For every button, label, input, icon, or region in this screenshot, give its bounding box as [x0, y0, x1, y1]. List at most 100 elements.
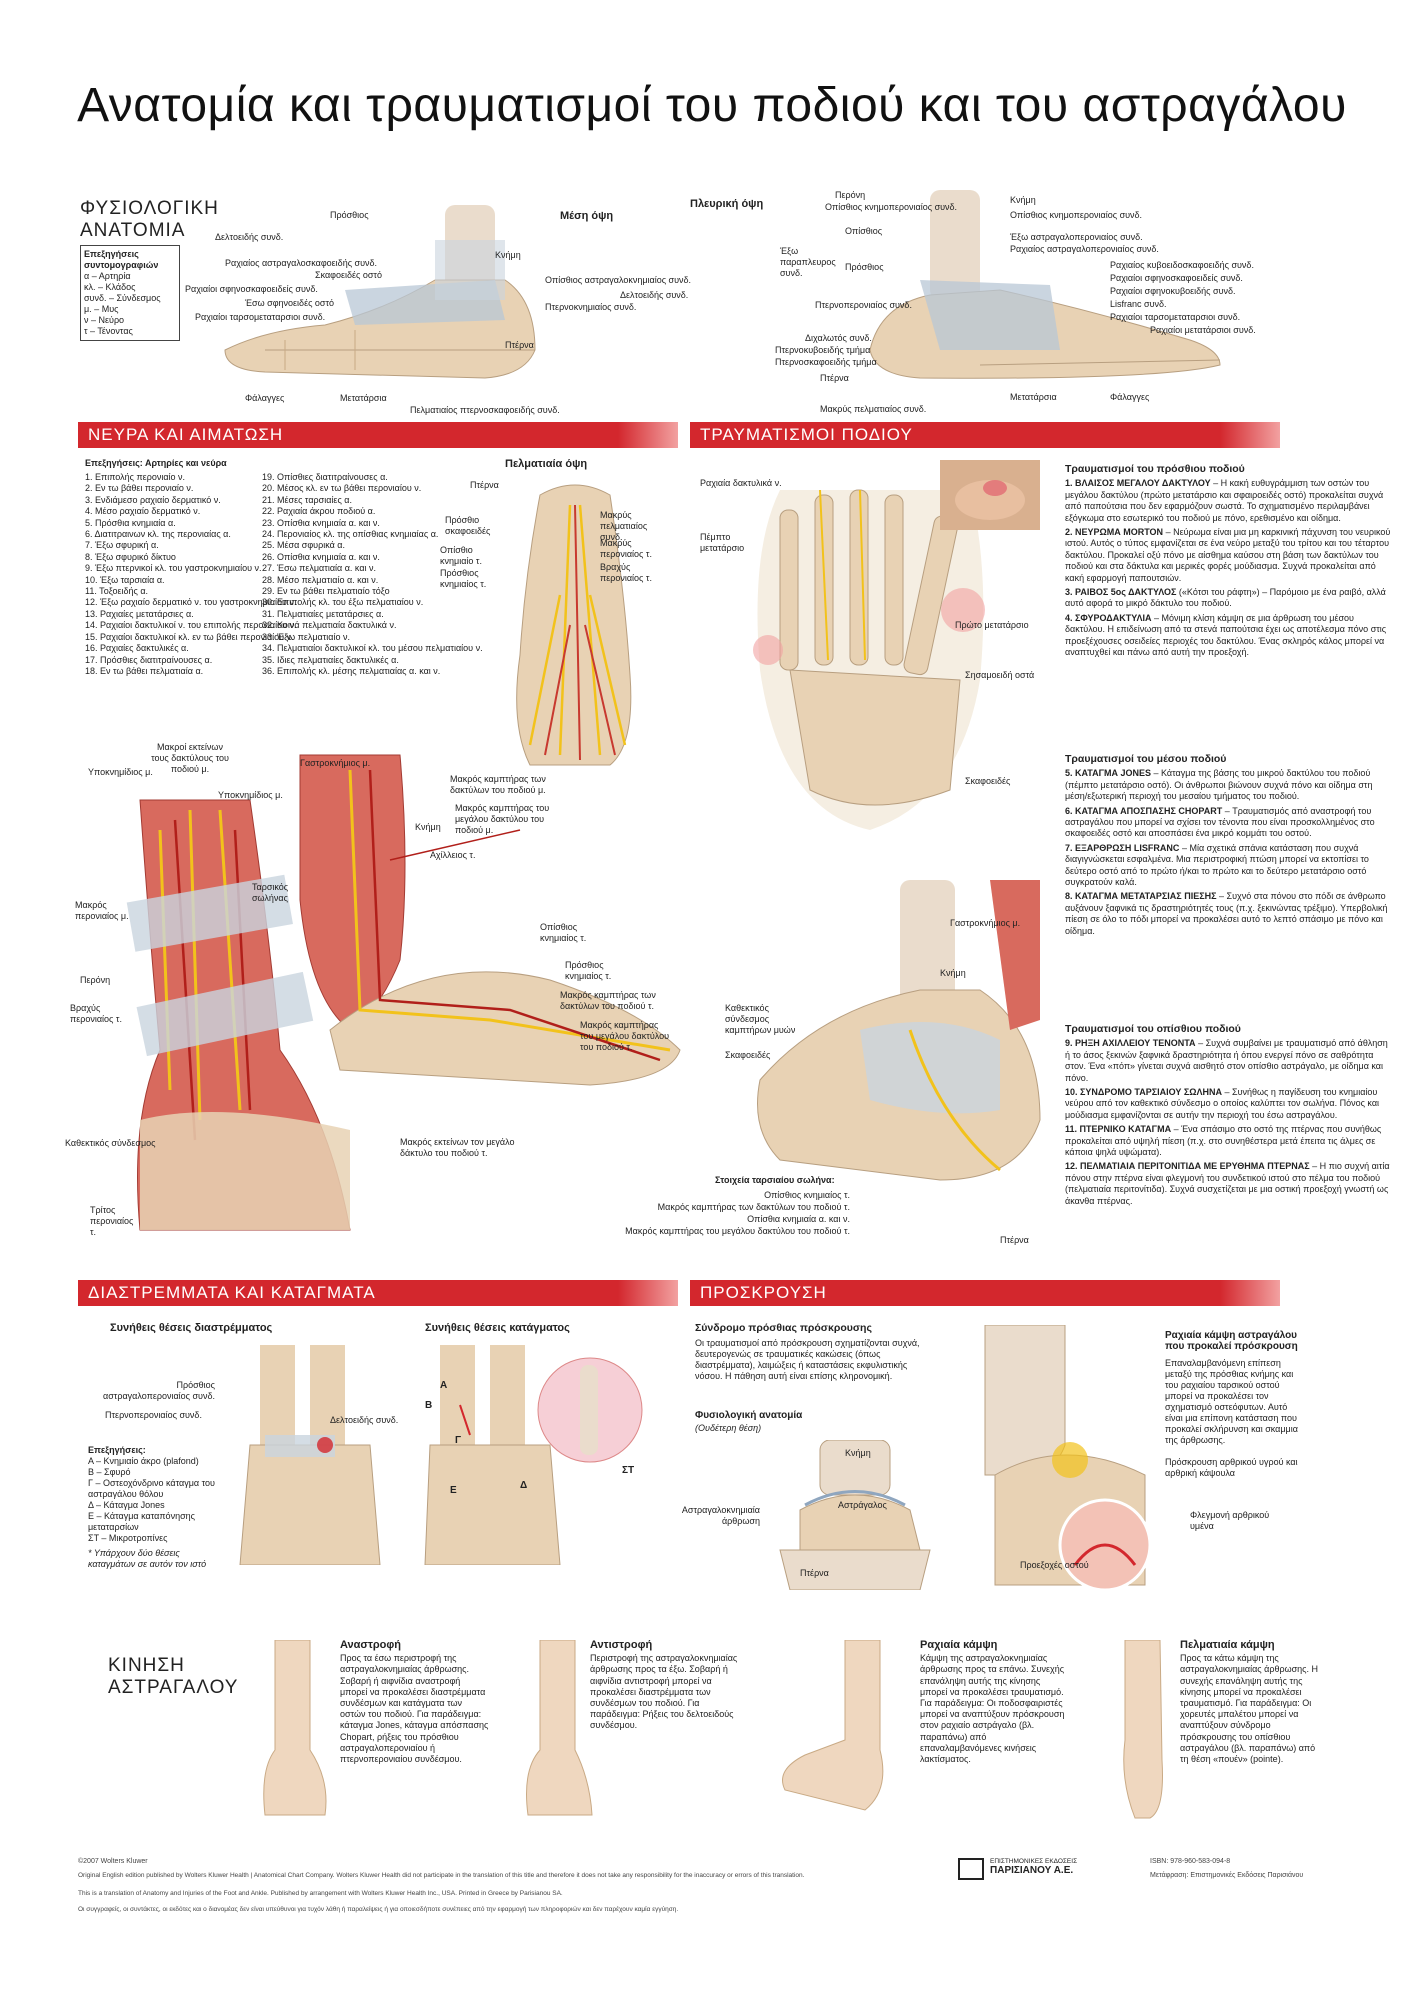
label-medial: Πτερνοκνημιαίος συνδ.	[545, 302, 637, 312]
label-medial: Κνήμη	[495, 250, 521, 260]
nerve-legend-item: 24. Περονιαίος κλ. της οπίσθιας κνημιαία…	[262, 529, 439, 540]
label-leg: Πρόσθιος κνημιαίος τ.	[565, 960, 612, 981]
sprains-legend-item: Ε – Κάταγμα καταπόνησης μεταταρσίων	[88, 1511, 195, 1532]
label-medial: Πτέρνα	[505, 340, 534, 350]
nerve-legend-item: 33. Έξω πελματιαίο ν.	[262, 631, 351, 642]
label-medial: Ραχιαίος αστραγαλοσκαφοειδής συνδ.	[225, 258, 378, 268]
sprains-legend-item: Γ – Οστεοχόνδρινο κάταγμα του αστραγάλου…	[88, 1478, 215, 1499]
label-leg: Υποκνημίδιος μ.	[218, 790, 283, 800]
injury-item: 9. ΡΗΞΗ ΑΧΙΛΛΕΙΟΥ ΤΕΝΟΝΤΑ – Συχνά συμβαί…	[1065, 1038, 1395, 1084]
label-medial: Οπίσθιος αστραγαλοκνημιαίος συνδ.	[545, 275, 692, 285]
fracture-foot-illustration	[424, 1345, 561, 1565]
injury-item-title: 12. ΠΕΛΜΑΤΙΑΙΑ ΠΕΡΙΤΟΝΙΤΙΔΑ ΜΕ ΕΡΥΘΗΜΑ Π…	[1065, 1161, 1310, 1172]
motion-text: Προς τα έσω περιστροφή της αστραγαλοκνημ…	[340, 1653, 489, 1765]
injury-item-title: 10. ΣΥΝΔΡΟΜΟ ΤΑΡΣΙΑΙΟΥ ΣΩΛΗΝΑ	[1065, 1087, 1222, 1098]
label-leg: Ταρσικός σωλήνας	[252, 882, 289, 903]
nerve-legend-item: 30. Επιπολής κλ. του έξω πελματιαίου ν.	[262, 597, 424, 608]
impingement-normal-title: Φυσιολογική ανατομία	[695, 1410, 803, 1421]
dorsiflexion-foot-illustration	[782, 1640, 884, 1811]
nerve-legend-item: 3. Ενδιάμεσο ραχιαίο δερματικό ν.	[85, 494, 221, 505]
injury-item: 7. ΕΞΑΡΘΡΩΣΗ LISFRANC – Μία σχετικά σπάν…	[1065, 843, 1395, 889]
label-medial: Πελματιαίος πτερνοσκαφοειδής συνδ.	[410, 405, 560, 415]
footer-isbn: ISBN: 978-960-583-094-8	[1150, 1858, 1231, 1865]
nerve-legend-item: 7. Έξω σφυρική α.	[85, 540, 159, 551]
label-lateral: Πρόσθιος	[845, 262, 884, 272]
label-injury-fig: Πέμπτο μετατάρσιο	[700, 532, 745, 553]
sprains-note: * Υπάρχουν δύο θέσεις καταγμάτων σε αυτό…	[88, 1548, 207, 1569]
nerve-legend-item: 26. Οπίσθια κνημιαία α. και ν.	[262, 551, 380, 562]
label-lateral: Έξω αστραγαλοπερονιαίος συνδ.	[1010, 232, 1143, 242]
injury-item: 5. ΚΑΤΑΓΜΑ JONES – Κάταγμα της βάσης του…	[1065, 768, 1395, 802]
injury-item: 6. ΚΑΤΑΓΜΑ ΑΠΟΣΠΑΣΗΣ CHOPART – Τραυματισ…	[1065, 806, 1395, 840]
injury-item: 1. ΒΛΑΙΣΟΣ ΜΕΓΑΛΟΥ ΔΑΚΤΥΛΟΥ – Η κακή ευθ…	[1065, 478, 1395, 524]
normal-anatomy-line1: ΦΥΣΙΟΛΟΓΙΚΗ	[80, 198, 219, 219]
label-impingement: Προεξοχές οστού	[1020, 1560, 1089, 1570]
medial-ankle-illustration	[299, 754, 681, 1086]
label-impingement: Αστράγαλος	[838, 1500, 887, 1510]
sprain-foot-illustration	[239, 1345, 381, 1565]
publisher-line1: ΕΠΙΣΤΗΜΟΝΙΚΕΣ ΕΚΔΟΣΕΙΣ	[990, 1858, 1078, 1865]
injury-item-text: – Κάταγμα της βάσης του μικρού δακτύλου …	[1065, 768, 1373, 802]
sprains-legend-item: Δ – Κάταγμα Jones	[88, 1500, 165, 1510]
label-leg: Μακρός εκτείνων τον μεγάλο δάκτυλο του π…	[400, 1137, 515, 1158]
label-lateral: Περόνη	[835, 190, 866, 200]
label-plantar: Πτέρνα	[470, 480, 499, 490]
label-leg: Μακρός καμπτήρας των δακτύλων του ποδιού…	[560, 990, 656, 1011]
injury-item: 11. ΠΤΕΡΝΙΚΟ ΚΑΤΑΓΜΑ – Ένα σπάσιμο στο ο…	[1065, 1124, 1395, 1158]
label-lateral: Ραχιαίος κυβοειδοσκαφοειδής συνδ.	[1110, 260, 1254, 270]
motion-text: Προς τα κάτω κάμψη της αστραγαλοκνημιαία…	[1180, 1653, 1319, 1765]
nerve-legend-item: 21. Μέσες ταρσιαίες α.	[262, 494, 352, 505]
nerve-legend-item: 23. Οπίσθια κνημιαία α. και ν.	[262, 517, 380, 528]
injury-item: 10. ΣΥΝΔΡΟΜΟ ΤΑΡΣΙΑΙΟΥ ΣΩΛΗΝΑ – Συνήθως …	[1065, 1087, 1395, 1121]
label-injury-fig: Πτέρνα	[1000, 1235, 1029, 1245]
label-injury-fig: Πρώτο μετατάρσιο	[955, 620, 1029, 630]
nerves-legend-col1: 1. Επιπολής περονιαίο ν.2. Εν τω βάθει π…	[85, 472, 297, 677]
footer-fine3: Οι συγγραφείς, οι συντάκτες, οι εκδότες …	[78, 1906, 679, 1913]
label-lateral: Ραχιαίοι μετατάρσιοι συνδ.	[1150, 325, 1256, 335]
nerve-legend-item: 34. Πελματιαίοι δακτυλικοί κλ. του μέσου…	[262, 643, 483, 654]
label-lateral: Φάλαγγες	[1110, 392, 1150, 402]
label-lateral: Κνήμη	[1010, 195, 1036, 205]
nerve-legend-item: 17. Πρόσθιες διατιτραίνουσες α.	[85, 654, 213, 665]
motion-heading-line1: ΚΙΝΗΣΗ	[108, 1655, 185, 1676]
label-leg: Μακρός καμπτήρας των δακτύλων του ποδιού…	[450, 774, 546, 795]
medial-foot-illustration	[224, 205, 536, 379]
injury-item: 12. ΠΕΛΜΑΤΙΑΙΑ ΠΕΡΙΤΟΝΙΤΙΔΑ ΜΕ ΕΡΥΘΗΜΑ Π…	[1065, 1161, 1395, 1207]
label-medial: Έσω σφηνοειδές οστό	[245, 298, 335, 308]
nerve-legend-item: 14. Ραχιαίοι δακτυλικοί ν. του επιπολής …	[85, 620, 297, 631]
nerve-legend-item: 27. Έσω πελματιαία α. και ν.	[262, 563, 377, 574]
injury-item-title: 8. ΚΑΤΑΓΜΑ ΜΕΤΑΤΑΡΣΙΑΣ ΠΙΕΣΗΣ	[1065, 891, 1217, 902]
microfracture-inset	[537, 1357, 643, 1463]
label-lateral: Ραχιαίοι σφηνοκυβοειδής συνδ.	[1110, 286, 1236, 296]
injury-item: 3. ΡΑΙΒΟΣ 5ος ΔΑΚΤΥΛΟΣ («Κότσι του ράφτη…	[1065, 587, 1395, 610]
footer-fine2: This is a translation of Anatomy and Inj…	[78, 1890, 563, 1897]
nerve-legend-item: 36. Επιπολής κλ. μέσης πελματιαίας α. κα…	[262, 665, 441, 676]
motion-heading: ΚΙΝΗΣΗ ΑΣΤΡΑΓΑΛΟΥ	[108, 1655, 239, 1699]
lateral-view-title: Πλευρική όψη	[690, 198, 764, 210]
nerve-legend-item: 22. Ραχιαία άκρου ποδιού α.	[262, 506, 376, 517]
eversion-foot-illustration	[526, 1640, 593, 1816]
label-impingement: Αστραγαλοκνημιαία άρθρωση	[681, 1505, 760, 1526]
motion-plantarflexion: Πελματιαία κάμψη Προς τα κάτω κάμψη της …	[1180, 1639, 1320, 1765]
nerve-legend-item: 18. Εν τω βάθει πελματιαία α.	[85, 665, 204, 676]
midfoot-injuries: Τραυματισμοί του μέσου ποδιού 5. ΚΑΤΑΓΜΑ…	[1065, 748, 1395, 940]
sprains-legend-item: ΣΤ – Μικροτροπίνες	[88, 1533, 168, 1543]
medial-view-title: Μέση όψη	[560, 210, 614, 222]
nerve-legend-item: 13. Ραχιαίες μετατάρσιες α.	[85, 608, 194, 619]
nerve-legend-item: 20. Μέσος κλ. εν τω βάθει περονιαίου ν.	[262, 483, 422, 494]
injury-item-text: («Κότσι του ράφτη») – Παρόμοιο με ένα ρα…	[1065, 587, 1386, 609]
forefoot-title: Τραυματισμοί του πρόσθιου ποδιού	[1065, 463, 1245, 475]
nerve-legend-item: 10. Έξω ταρσιαία α.	[85, 574, 165, 585]
footer-translation: Μετάφραση: Επιστημονικές Εκδόσεις Παρισι…	[1150, 1872, 1304, 1879]
abbrev-item: συνδ. – Σύνδεσμος	[84, 293, 161, 303]
nerves-section-header: ΝΕΥΡΑ ΚΑΙ ΑΙΜΑΤΩΣΗ	[78, 422, 678, 448]
label-lateral: Ραχιαίοι ταρσομεταταρσιοι συνδ.	[1110, 312, 1241, 322]
injury-item-title: 6. ΚΑΤΑΓΜΑ ΑΠΟΣΠΑΣΗΣ CHOPART	[1065, 805, 1223, 816]
label-lateral: Ραχιαίος αστραγαλοπερονιαίος συνδ.	[1010, 244, 1159, 254]
label-leg: Περόνη	[80, 975, 111, 985]
label-leg: Τρίτος περονιαίος τ.	[90, 1205, 134, 1237]
publisher-line2: ΠΑΡΙΣΙΑΝΟΥ Α.Ε.	[990, 1865, 1074, 1876]
nerve-legend-item: 19. Οπίσθιες διατιτραίνουσες α.	[262, 472, 388, 482]
injury-item-text: – Η πιο συχνή αιτία πόνου στην πτέρνα εί…	[1065, 1161, 1390, 1206]
forefoot-injury-illustration	[753, 489, 985, 830]
